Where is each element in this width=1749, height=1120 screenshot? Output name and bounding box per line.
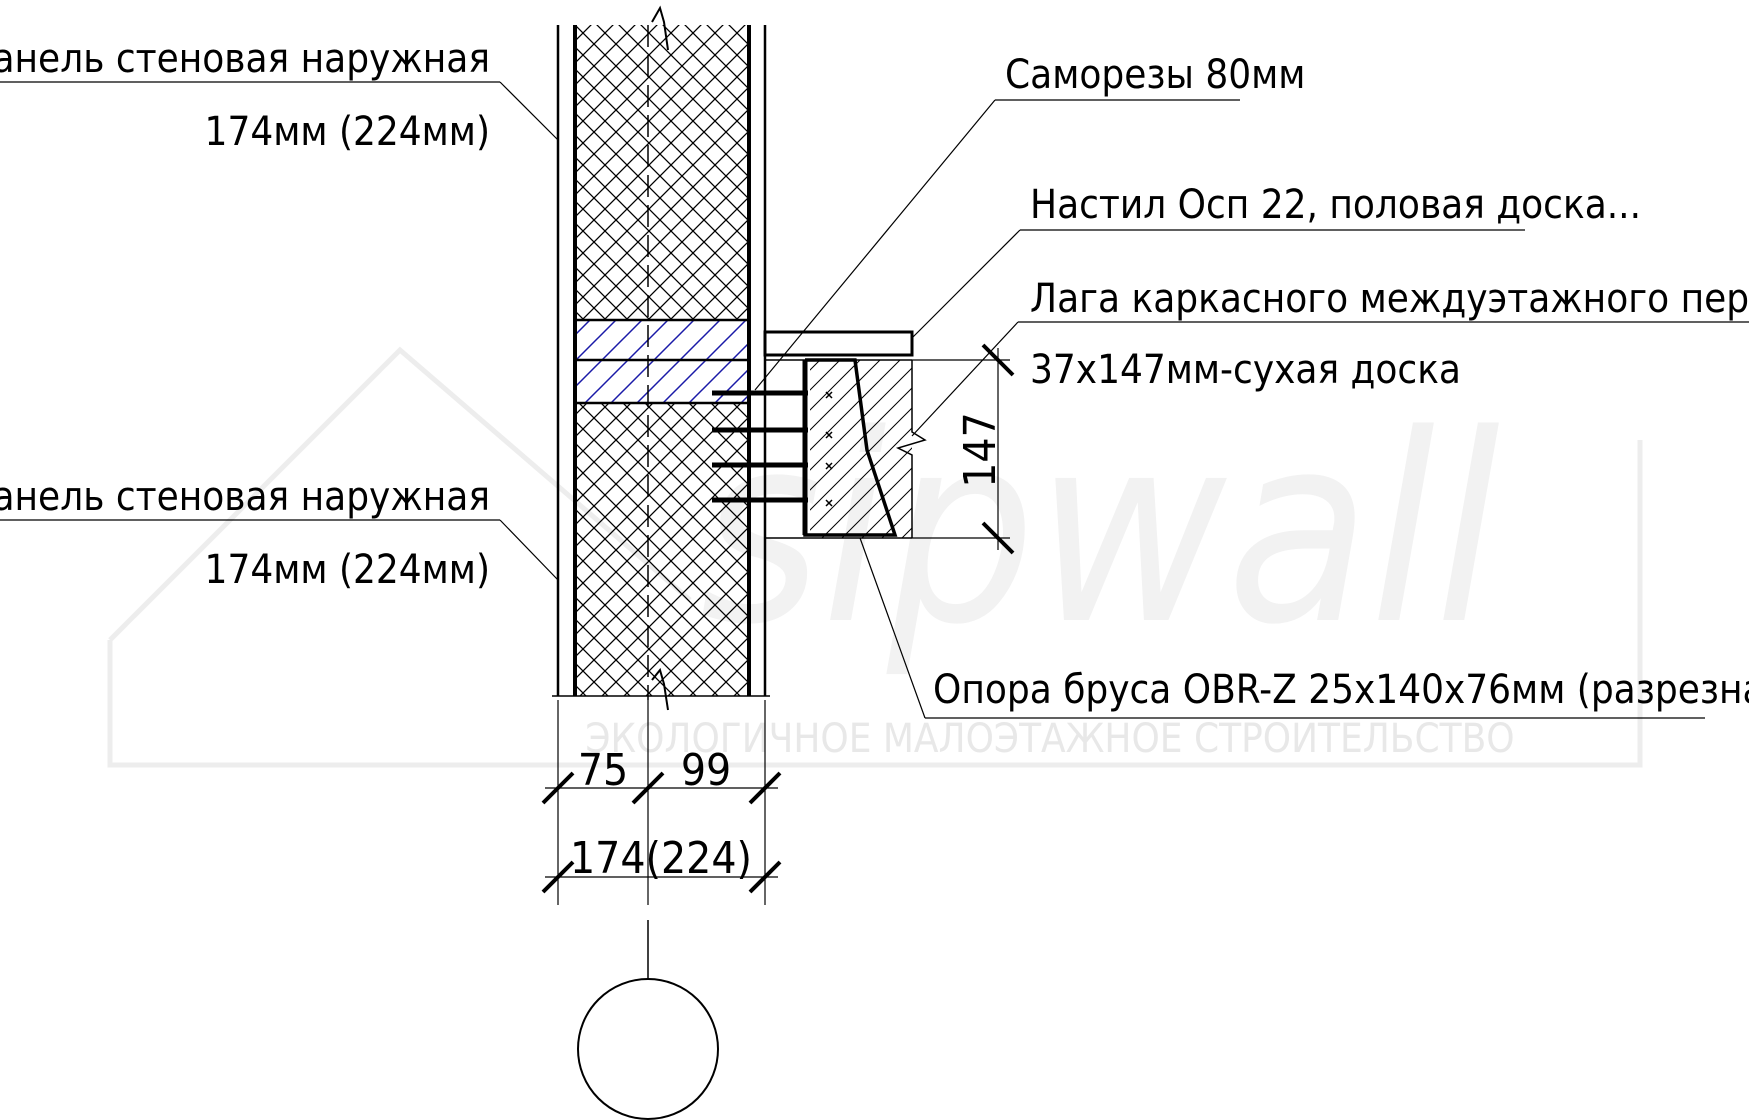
sip-upper-label-line2: 174мм (224мм) (205, 109, 490, 155)
floor-structure: 147 (712, 330, 1015, 555)
sip-lower-label-line2: 174мм (224мм) (205, 547, 490, 593)
screws-80mm (712, 390, 808, 503)
inner-part-dimension: 99 (681, 745, 731, 796)
screws-label: Саморезы 80мм (1005, 52, 1305, 98)
total-thickness-dimension: 174(224) (570, 833, 752, 884)
lower-panel-insulation (575, 403, 749, 696)
bottom-break-mark (651, 667, 669, 711)
joist-height-value: 147 (955, 412, 1006, 488)
joist-height-dimension: 147 (912, 343, 1015, 555)
floor-joist (810, 360, 912, 538)
joist-label-line2: 37х147мм-сухая доска (1030, 347, 1461, 393)
top-break-mark (651, 5, 669, 51)
bracket-screw-marks (825, 391, 833, 507)
panel-timber-band (575, 320, 749, 403)
joist-label-line1: Лага каркасного междуэтажного перекрытия (1030, 276, 1749, 322)
outer-part-dimension: 75 (578, 745, 628, 796)
axis-marker-circle (577, 978, 719, 1120)
joist-break-mark (895, 360, 927, 538)
watermark-tagline: ЭКОЛОГИЧНОЕ МАЛОЭТАЖНОЕ СТРОИТЕЛЬСТВО (585, 716, 1514, 762)
sip-wall-section (552, 5, 770, 711)
sip-lower-label-line1: СИП панель стеновая наружная (0, 474, 490, 520)
sip-upper-label-line1: СИП панель стеновая наружная (0, 36, 490, 82)
bracket-label: Опора бруса OBR-Z 25х140х76мм (разрезная… (933, 667, 1749, 713)
callouts: СИП панель стеновая наружная 174мм (224м… (0, 36, 1749, 719)
floor-decking-board (763, 330, 914, 357)
upper-panel-insulation (575, 25, 749, 320)
decking-label: Настил Осп 22, половая доска... (1030, 182, 1641, 228)
wall-thickness-dimensions: 75 99 174(224) (541, 700, 782, 905)
